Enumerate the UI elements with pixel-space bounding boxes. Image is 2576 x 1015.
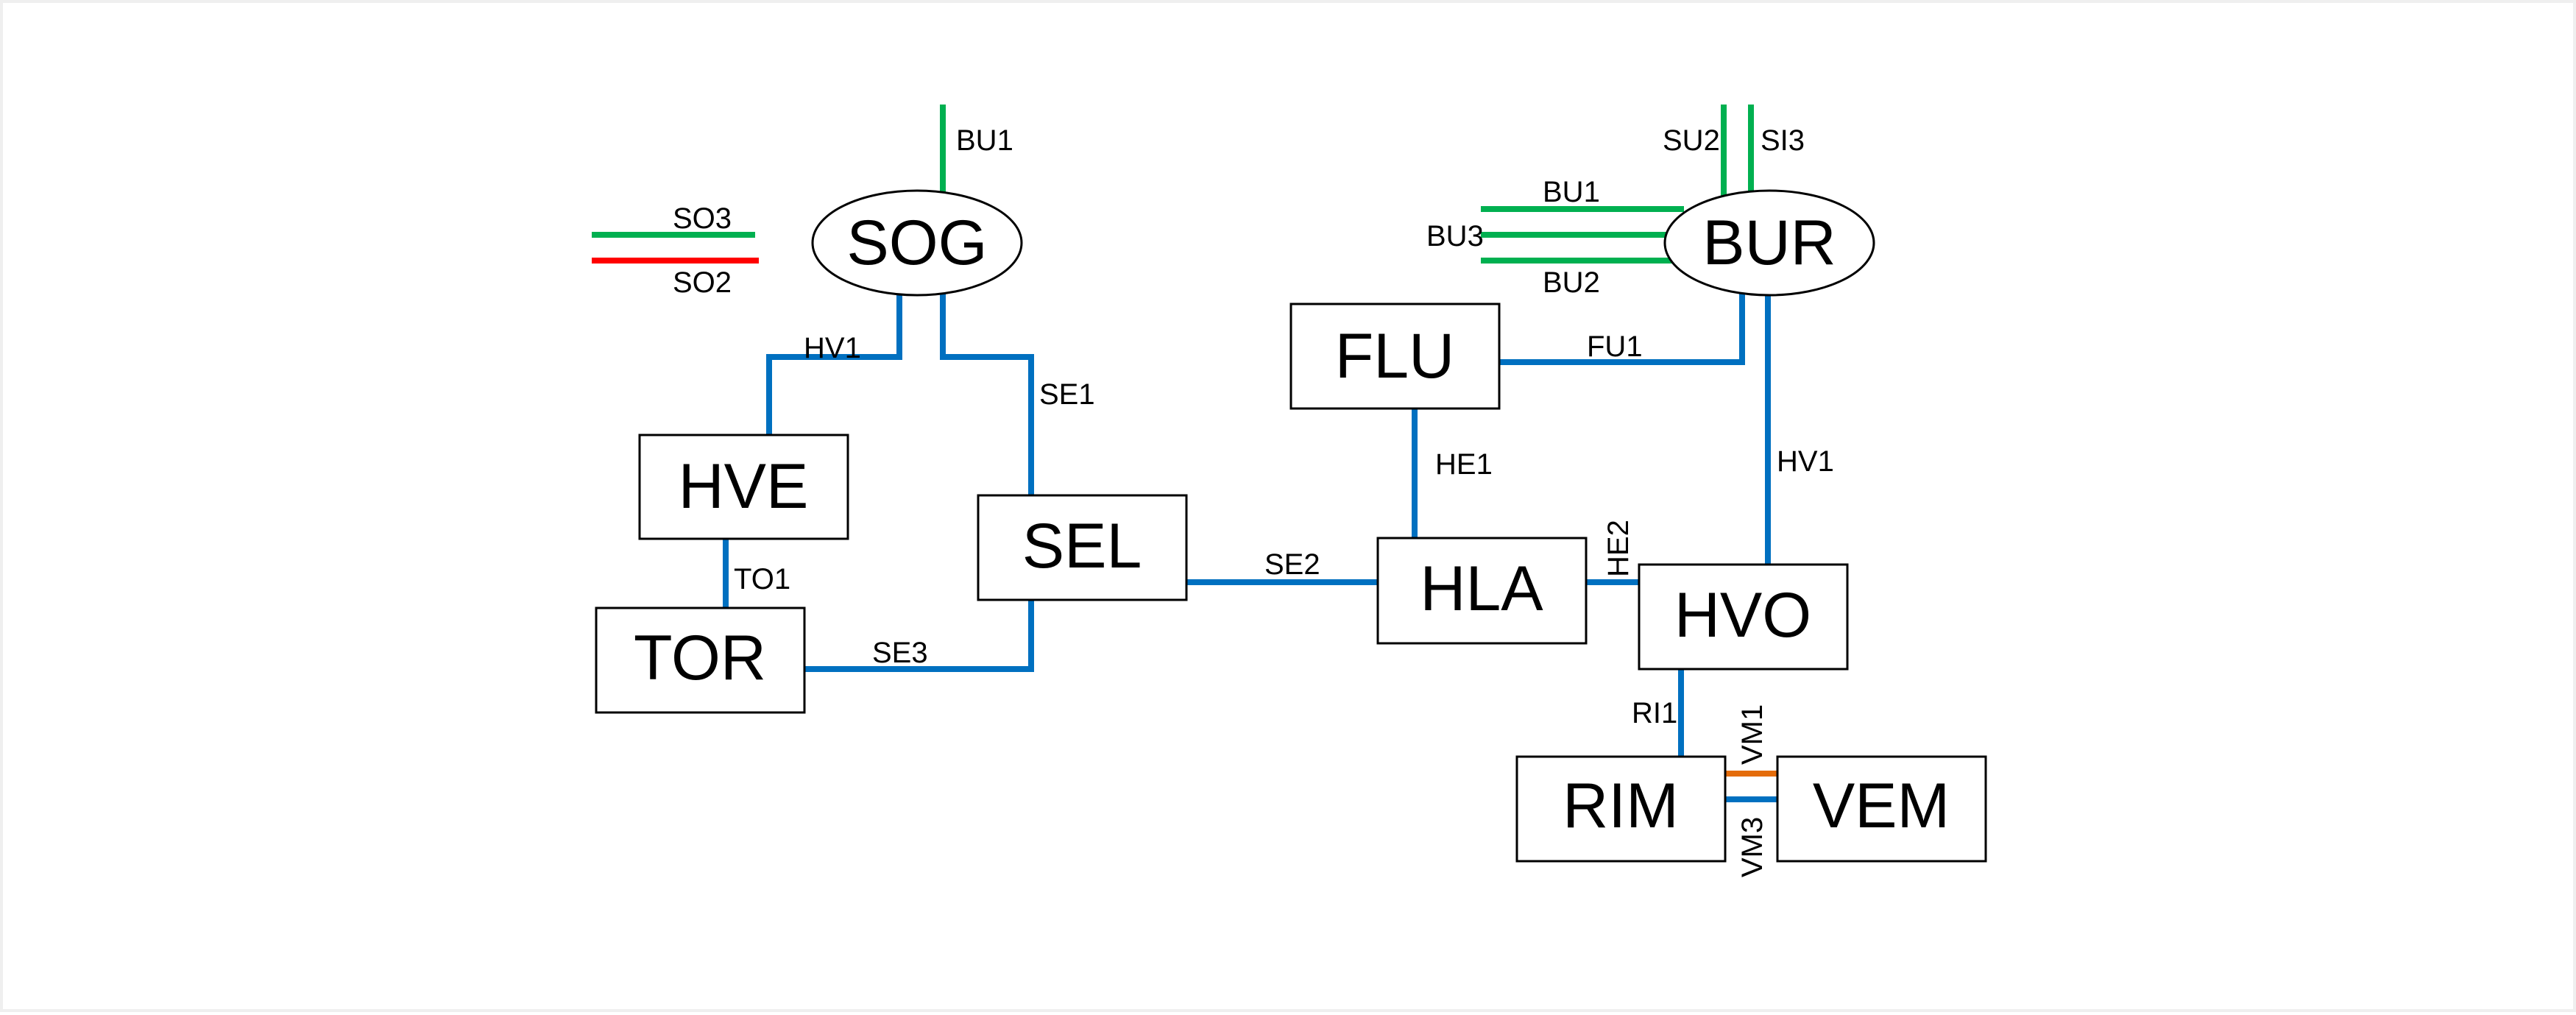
node-hla-shape bbox=[1376, 537, 1588, 645]
node-flu[interactable]: FLU bbox=[1289, 303, 1501, 410]
node-tor-label: TOR bbox=[634, 623, 766, 693]
node-tor-shape bbox=[595, 606, 806, 714]
edge-sog-sel-se1 bbox=[940, 294, 1034, 495]
node-flu-label: FLU bbox=[1335, 321, 1454, 392]
edge-label-hve-tor-to1: TO1 bbox=[734, 563, 790, 595]
node-rim-shape bbox=[1515, 755, 1727, 863]
edge-sog-hve-hv1 bbox=[766, 294, 902, 435]
node-hve-shape bbox=[638, 434, 849, 540]
edge-label-bur-si3: SI3 bbox=[1761, 124, 1805, 157]
network-diagram: SOG BUR FLU HVE SEL TOR HLA HVO bbox=[592, 105, 1987, 877]
edge-label-sog-sel-se1: SE1 bbox=[1039, 378, 1095, 411]
edge-label-rim-vem-vm1: VM1 bbox=[1736, 704, 1769, 765]
node-tor[interactable]: TOR bbox=[595, 606, 806, 714]
node-flu-shape bbox=[1289, 303, 1501, 410]
edge-label-hvo-rim-ri1: RI1 bbox=[1632, 697, 1677, 729]
edge-label-sog-hve-hv1: HV1 bbox=[804, 332, 861, 364]
node-bur-label: BUR bbox=[1702, 208, 1836, 278]
node-vem-label: VEM bbox=[1813, 771, 1950, 841]
edge-label-tor-sel-se3: SE3 bbox=[872, 637, 928, 669]
edge-label-sog-so3: SO3 bbox=[673, 202, 732, 235]
edge-labels: BU1 SO3 SO2 HV1 SE1 TO1 SE3 SE2 SU2 SI3 … bbox=[673, 124, 1834, 877]
node-sog-label: SOG bbox=[846, 208, 987, 278]
edge-label-bur-bu1: BU1 bbox=[1543, 176, 1600, 208]
node-rim-label: RIM bbox=[1563, 771, 1679, 841]
node-sel-label: SEL bbox=[1022, 511, 1142, 581]
edge-tor-sel-se3 bbox=[804, 600, 1034, 672]
node-sel-shape bbox=[977, 494, 1188, 601]
node-bur[interactable]: BUR bbox=[1663, 189, 1875, 297]
node-hve-label: HVE bbox=[679, 451, 809, 522]
node-hve[interactable]: HVE bbox=[638, 434, 849, 540]
edge-label-bur-bu3: BU3 bbox=[1426, 220, 1484, 252]
node-hvo[interactable]: HVO bbox=[1638, 563, 1849, 671]
node-hla-label: HLA bbox=[1420, 554, 1543, 624]
node-hvo-label: HVO bbox=[1674, 580, 1811, 651]
edge-label-flu-hla-he1: HE1 bbox=[1435, 448, 1493, 481]
node-sog-shape bbox=[811, 189, 1023, 297]
edge-label-bur-su2: SU2 bbox=[1663, 124, 1720, 157]
node-vem[interactable]: VEM bbox=[1776, 755, 1987, 863]
nodes: SOG BUR FLU HVE SEL TOR HLA HVO bbox=[595, 189, 1987, 863]
edge-label-hla-hvo-he2: HE2 bbox=[1602, 520, 1635, 577]
node-sog[interactable]: SOG bbox=[811, 189, 1023, 297]
edge-label-sog-so2: SO2 bbox=[673, 266, 732, 299]
edge-label-bur-flu-fu1: FU1 bbox=[1587, 330, 1643, 363]
edge-label-sog-bu1: BU1 bbox=[956, 124, 1013, 157]
node-rim[interactable]: RIM bbox=[1515, 755, 1727, 863]
node-hvo-shape bbox=[1638, 563, 1849, 671]
edge-label-bur-bu2: BU2 bbox=[1543, 266, 1600, 299]
node-vem-shape bbox=[1776, 755, 1987, 863]
node-bur-shape bbox=[1663, 189, 1875, 297]
edge-label-sel-hla-se2: SE2 bbox=[1264, 548, 1320, 581]
node-hla[interactable]: HLA bbox=[1376, 537, 1588, 645]
edge-label-bur-hvo-hv1: HV1 bbox=[1777, 445, 1834, 478]
edge-label-rim-vem-vm3: VM3 bbox=[1736, 817, 1769, 877]
edge-bur-flu-fu1 bbox=[1499, 294, 1745, 365]
edges bbox=[592, 105, 1777, 802]
node-sel[interactable]: SEL bbox=[977, 494, 1188, 601]
